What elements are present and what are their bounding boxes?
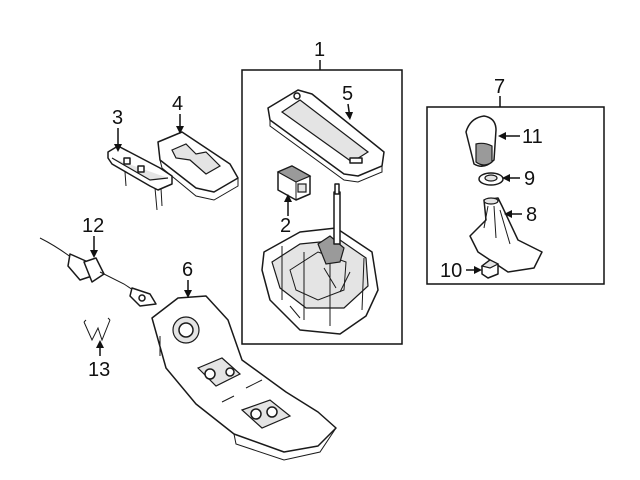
- callout-2: 2: [280, 215, 291, 237]
- assembly-box-knob-boot: [426, 106, 605, 285]
- part-11-shift-knob[interactable]: [465, 115, 497, 167]
- callout-3: 3: [112, 107, 123, 129]
- callout-10: 10: [440, 260, 462, 282]
- part-5-indicator-bezel[interactable]: [267, 89, 385, 183]
- part-3-bracket[interactable]: [107, 145, 173, 211]
- callout-7: 7: [494, 76, 505, 98]
- part-10-clip[interactable]: [480, 259, 500, 279]
- leader-arrowheads: [90, 112, 512, 348]
- assembly-box-shifter: [241, 69, 403, 345]
- callout-6: 6: [182, 259, 193, 281]
- part-4-trim-panel[interactable]: [157, 131, 239, 201]
- part-9-ring[interactable]: [478, 172, 504, 186]
- callout-13: 13: [88, 359, 110, 381]
- callout-9: 9: [524, 168, 535, 190]
- callout-11: 11: [522, 126, 543, 148]
- callout-labels: 1 2 3 4 5 6 7 8 9 10 11 12 13: [82, 39, 543, 381]
- callout-1: 1: [314, 39, 325, 61]
- part-8-shift-boot[interactable]: [469, 197, 543, 273]
- callout-5: 5: [342, 83, 353, 105]
- callout-12: 12: [82, 215, 104, 237]
- callout-4: 4: [172, 93, 183, 115]
- part-12-shift-cable[interactable]: [39, 237, 157, 307]
- part-1-shifter-assembly[interactable]: [261, 183, 379, 335]
- part-13-retaining-clip[interactable]: [83, 317, 111, 342]
- callout-8: 8: [526, 204, 537, 226]
- part-6-console-bracket[interactable]: [151, 295, 337, 461]
- part-2-switch[interactable]: [276, 165, 312, 201]
